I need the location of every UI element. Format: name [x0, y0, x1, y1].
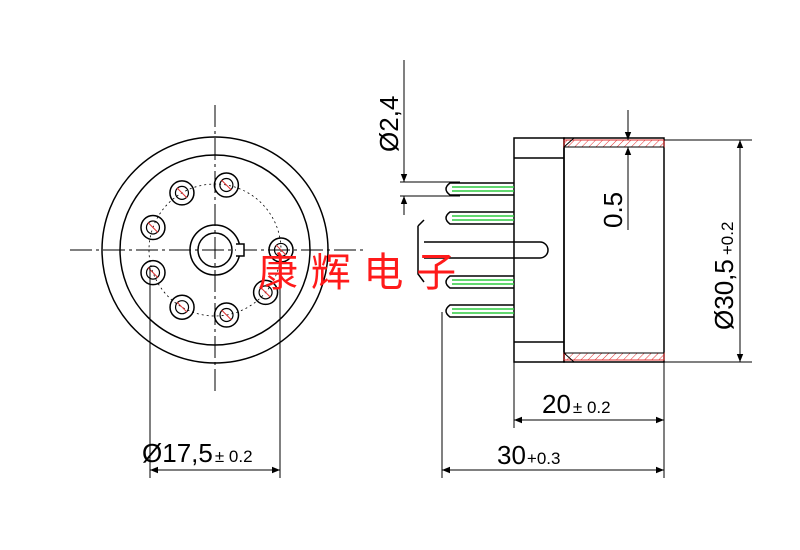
- pin-diameter-label: Ø2,4: [374, 96, 404, 152]
- dim-body-length: 20± 0.2: [513, 362, 665, 478]
- shell-wall-top: [563, 139, 665, 148]
- side-pins: [445, 182, 514, 318]
- pin-hole: [213, 302, 240, 328]
- dim-body-diameter: Ø30,5+0.2: [664, 139, 752, 363]
- key-guide: [417, 219, 549, 283]
- side-pin: [445, 211, 514, 225]
- pin-hole: [169, 180, 195, 206]
- dim-pin-circle: Ø17,5± 0.2: [142, 268, 281, 478]
- pin-hole: [140, 214, 166, 241]
- inner-rim: [119, 154, 311, 346]
- total-length-label: 30+0.3: [497, 440, 560, 470]
- pin-circle-diameter-label: Ø17,5± 0.2: [142, 438, 253, 468]
- watermark-text: 康 辉 电 子: [258, 250, 456, 296]
- pin-hole: [268, 237, 294, 263]
- pin-hole: [213, 172, 240, 198]
- outer-rim: [101, 136, 329, 364]
- side-pin: [445, 304, 514, 318]
- front-view: [70, 105, 365, 395]
- dim-total-length: 30+0.3: [441, 312, 664, 478]
- wall-thickness-label: 0.5: [598, 192, 628, 228]
- side-pin: [445, 275, 514, 289]
- body-diameter-label: Ø30,5+0.2: [709, 222, 739, 330]
- shell-wall-bottom: [563, 352, 665, 361]
- front-pin-holes: [140, 172, 294, 328]
- side-view: [513, 137, 665, 363]
- pin-hole: [140, 259, 166, 286]
- side-pin: [445, 182, 514, 196]
- pin-hole: [252, 279, 279, 306]
- pin-hole: [169, 294, 195, 320]
- dim-pin-diameter: Ø2,4: [374, 60, 460, 215]
- body-length-label: 20± 0.2: [542, 389, 611, 419]
- dim-wall-thickness: 0.5: [598, 110, 632, 230]
- shell-body: [563, 137, 665, 363]
- base-shoulder: [513, 137, 565, 363]
- center-key-hole: [189, 224, 245, 276]
